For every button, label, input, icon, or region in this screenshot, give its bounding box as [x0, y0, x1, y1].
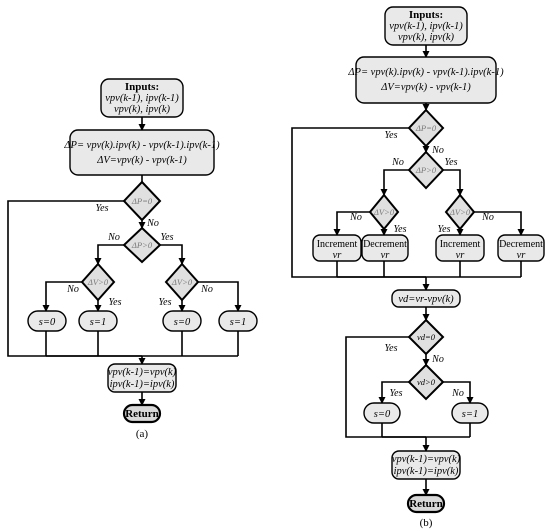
decision-dv-right-label-a: ΔV>0	[171, 277, 193, 287]
calc-box-b	[355, 56, 497, 104]
decision-dv-positive-right-b	[444, 193, 476, 231]
inputs-line1-b: vpv(k-1), ipv(k-1)	[389, 21, 463, 32]
verr-box-b	[391, 289, 461, 308]
decision-dp-zero-b	[407, 108, 445, 148]
no-label: No	[66, 284, 79, 295]
action-decrement-1-b	[361, 234, 409, 262]
calc-box-a	[69, 129, 215, 176]
decision-dp-positive-b	[407, 150, 445, 190]
yes-label: Yes	[438, 224, 451, 235]
yes-label: Yes	[445, 157, 458, 168]
decision-vd-positive-label-b: vd>0	[417, 377, 436, 387]
outcome-s0-1-a	[27, 310, 67, 332]
no-label: No	[431, 145, 444, 156]
calc-line2-a: ΔV=vpv(k) - vpv(k-1)	[96, 155, 187, 166]
connectors-a	[7, 117, 242, 406]
action-var-2-b: vr	[381, 250, 391, 261]
caption-b: (b)	[420, 517, 433, 529]
yes-label: Yes	[161, 232, 174, 243]
outcome-s1-1-label-a: s=1	[90, 317, 106, 328]
yes-label: Yes	[390, 388, 403, 399]
inputs-line2-b: vpv(k), ipv(k)	[398, 32, 454, 43]
inputs-title-b: Inputs:	[409, 9, 443, 21]
decision-dp-zero-label-b: ΔP=0	[415, 123, 437, 133]
action-decrement-2-label-b: Decrement	[499, 239, 543, 250]
update-line1-b: vpv(k-1)=vpv(k)	[392, 454, 461, 465]
inputs-box-a	[100, 78, 184, 118]
action-var-1-b: vr	[333, 250, 343, 261]
outcome-s1-2-label-a: s=1	[230, 317, 246, 328]
verr-label-b: vd=vr-vpv(k)	[398, 294, 454, 305]
no-label: No	[200, 284, 213, 295]
outcome-s1-1-a	[78, 310, 118, 332]
update-line2-a: ipv(k-1)=ipv(k)	[110, 379, 175, 390]
update-box-a	[107, 363, 177, 393]
action-var-3-b: vr	[456, 250, 466, 261]
no-label: No	[349, 212, 362, 223]
action-decrement-1-label-b: Decrement	[363, 239, 407, 250]
decision-dv-positive-right-a	[164, 262, 200, 302]
no-label: No	[451, 388, 464, 399]
outcome-s0-1-label-a: s=0	[39, 317, 56, 328]
update-line2-b: ipv(k-1)=ipv(k)	[394, 466, 459, 477]
calc-line1-b: ΔP= vpv(k).ipv(k) - vpv(k-1).ipv(k-1)	[347, 67, 504, 78]
yes-label: Yes	[394, 224, 407, 235]
decision-dp-positive-label-a: ΔP>0	[131, 240, 153, 250]
inputs-line1-a: vpv(k-1), ipv(k-1)	[105, 93, 179, 104]
decision-dv-left-label-a: ΔV>0	[87, 277, 109, 287]
action-increment-1-b	[312, 234, 362, 262]
decision-dv-positive-left-a	[80, 262, 116, 302]
outcome-s1-label-b: s=1	[462, 409, 478, 420]
no-label: No	[146, 218, 159, 229]
action-increment-2-b	[435, 234, 485, 262]
outcome-s0-2-a	[162, 310, 202, 332]
yes-label: Yes	[385, 343, 398, 354]
decision-vd-positive-b	[407, 363, 445, 401]
no-label: No	[107, 232, 120, 243]
decision-dp-positive-label-b: ΔP>0	[415, 165, 437, 175]
outcome-s1-2-a	[218, 310, 258, 332]
outcome-s0-b	[363, 402, 401, 424]
inputs-title-a: Inputs:	[125, 81, 159, 93]
inputs-line2-a: vpv(k), ipv(k)	[114, 104, 170, 115]
decision-vd-zero-label-b: vd=0	[417, 332, 436, 342]
connectors-b	[291, 45, 525, 496]
decision-dp-zero-a	[122, 180, 162, 222]
no-label: No	[481, 212, 494, 223]
return-label-b: Return	[409, 498, 443, 510]
return-terminal-b	[406, 493, 446, 514]
yes-label: Yes	[159, 297, 172, 308]
action-increment-1-label-b: Increment	[317, 239, 358, 250]
outcome-s1-b	[451, 402, 489, 424]
caption-a: (a)	[136, 428, 149, 440]
decision-dv-positive-left-b	[368, 193, 400, 231]
no-label: No	[391, 157, 404, 168]
update-line1-a: vpv(k-1)=vpv(k)	[108, 367, 177, 378]
return-terminal-a	[122, 403, 162, 424]
yes-label: Yes	[96, 203, 109, 214]
no-label: No	[431, 354, 444, 365]
outcome-s0-2-label-a: s=0	[174, 317, 191, 328]
yes-label: Yes	[109, 297, 122, 308]
decision-dv-left-label-b: ΔV>0	[373, 207, 395, 217]
flowchart-a: Inputs: vpv(k-1), ipv(k-1) vpv(k), ipv(k…	[7, 78, 258, 440]
decision-vd-zero-b	[407, 318, 445, 356]
action-decrement-2-b	[497, 234, 545, 262]
flowchart-b: Inputs: vpv(k-1), ipv(k-1) vpv(k), ipv(k…	[291, 6, 545, 529]
yes-label: Yes	[385, 130, 398, 141]
decision-dp-zero-label-a: ΔP=0	[131, 196, 153, 206]
decision-dv-right-label-b: ΔV>0	[449, 207, 471, 217]
calc-line2-b: ΔV=vpv(k) - vpv(k-1)	[380, 82, 471, 93]
decision-dp-positive-a	[122, 226, 162, 264]
return-label-a: Return	[125, 408, 159, 420]
calc-line1-a: ΔP= vpv(k).ipv(k) - vpv(k-1).ipv(k-1)	[63, 140, 220, 151]
inputs-box-b	[384, 6, 468, 46]
update-box-b	[391, 450, 461, 480]
action-var-4-b: vr	[517, 250, 527, 261]
action-increment-2-label-b: Increment	[440, 239, 481, 250]
outcome-s0-label-b: s=0	[374, 409, 391, 420]
